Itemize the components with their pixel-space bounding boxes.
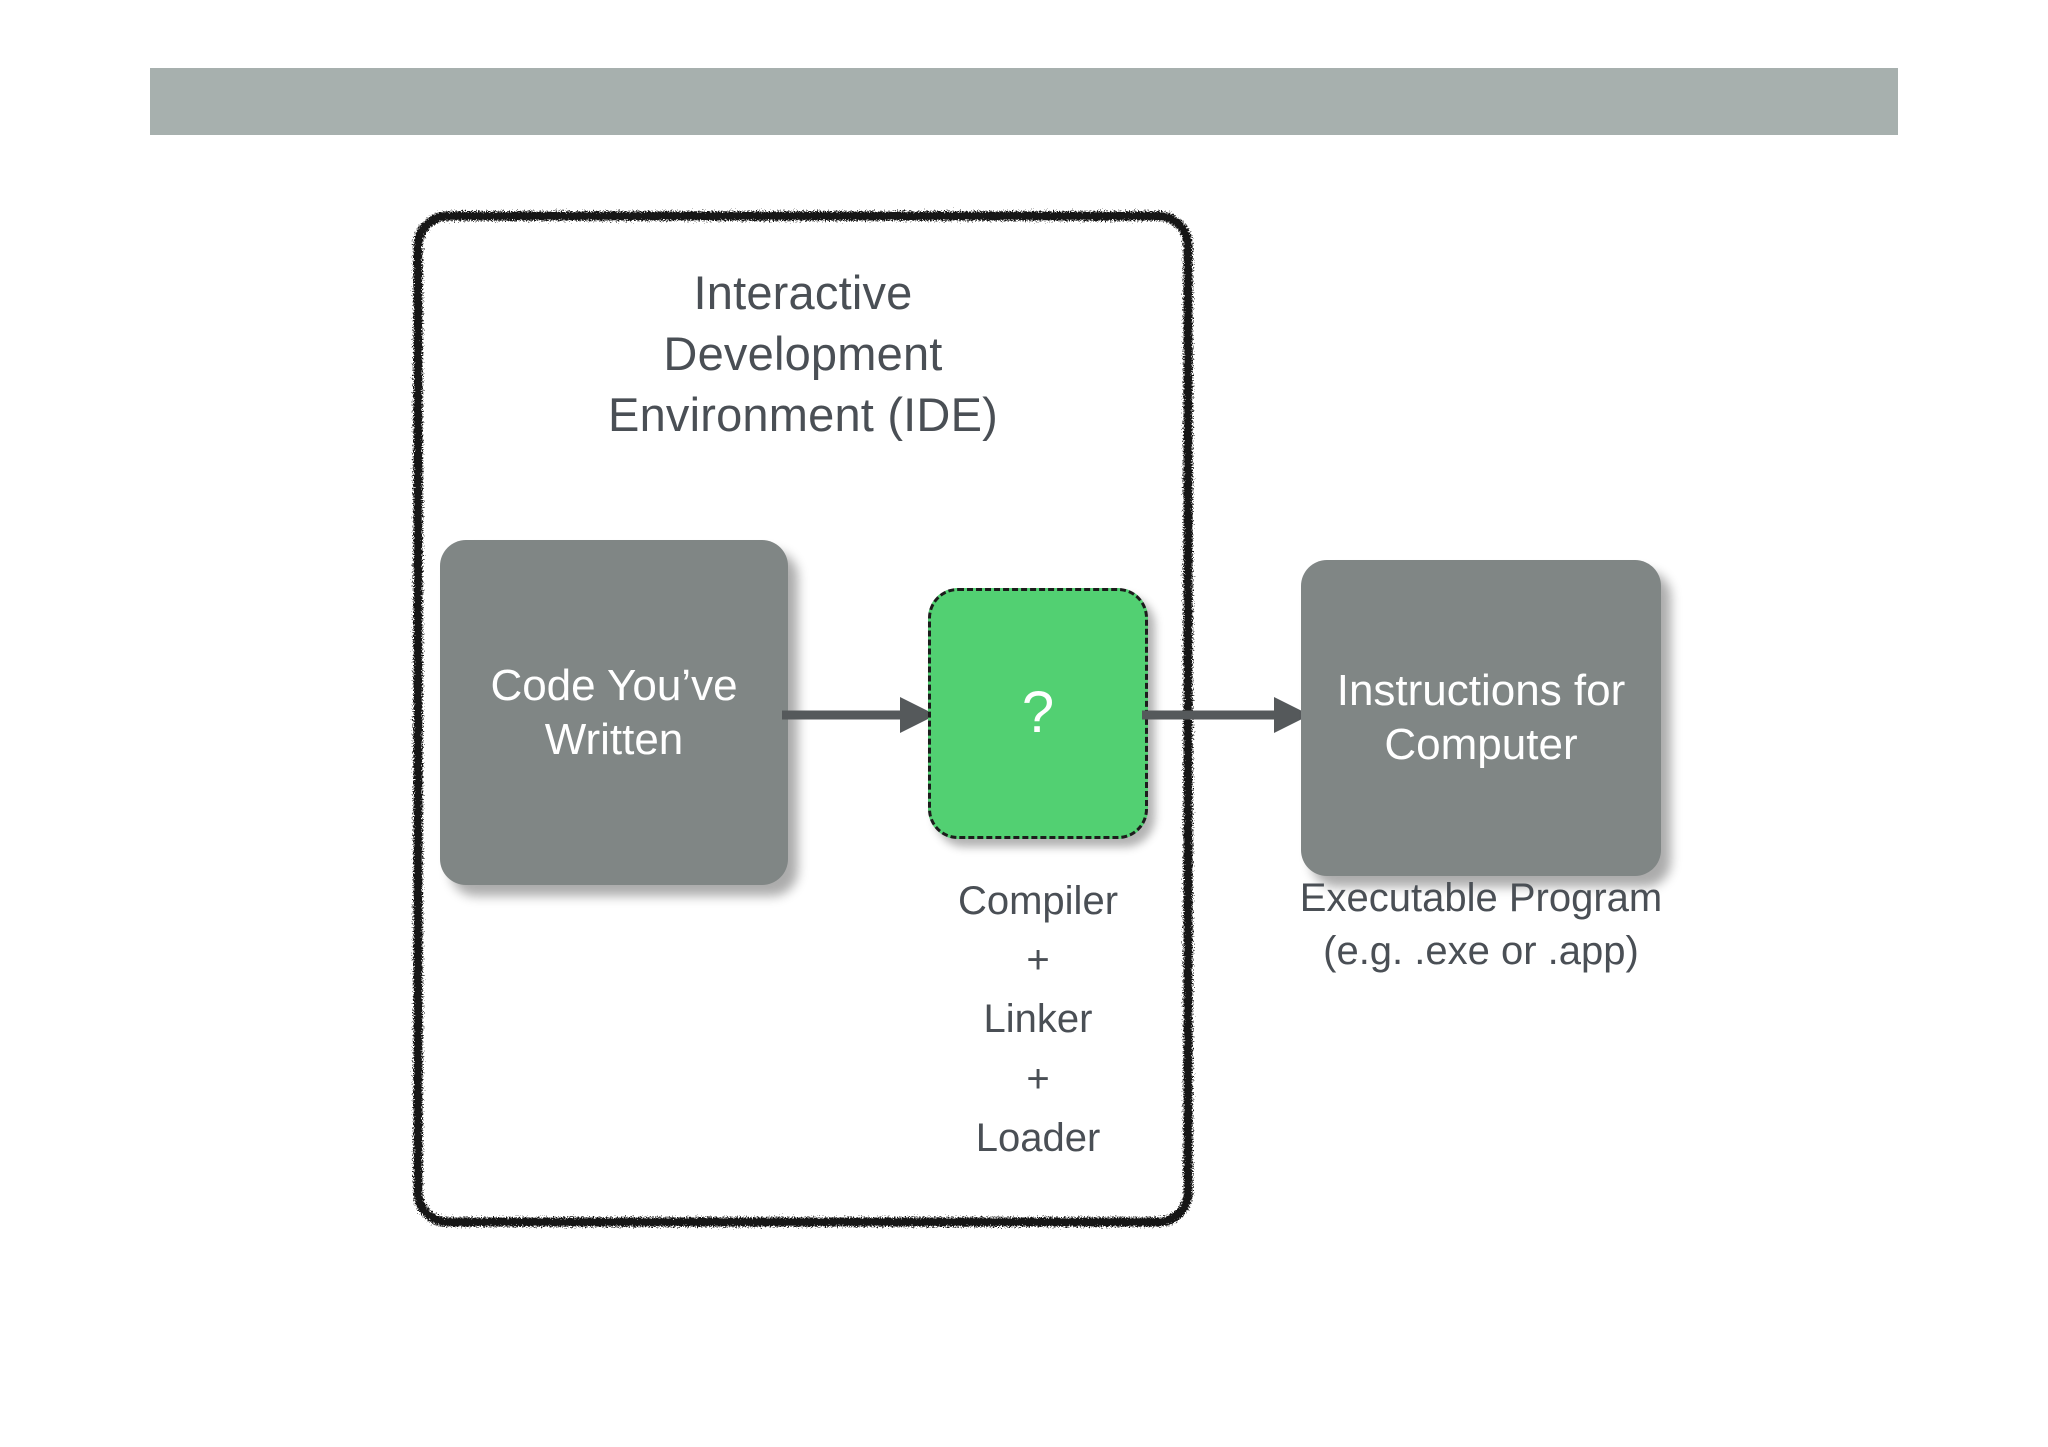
box-code-label-line-1: Code You’ve [490,660,738,710]
caption-toolchain-line-1: Compiler [957,879,1119,923]
box-code-label-line-2: Written [544,714,684,764]
box-toolchain-label: ? [1021,680,1055,746]
arrow-code-to-toolchain-icon [782,697,936,733]
caption-toolchain-line-2: + [1026,938,1050,983]
caption-toolchain-line-3: Linker [983,997,1093,1042]
box-instructions-label-line-2: Computer [1384,720,1578,769]
box-instructions-label-line-1: Instructions for [1336,666,1626,716]
box-toolchain-unknown[interactable]: ? [928,588,1148,839]
arrow-toolchain-to-instructions-icon [1142,697,1310,733]
caption-toolchain-line-5: Loader [975,1115,1101,1160]
caption-toolchain: Compiler + Linker + Loader [888,872,1188,1168]
ide-title-line-1: Interactive [693,266,913,319]
caption-executable-line-2: (e.g. .exe or .app) [1323,928,1639,973]
slide-header-bar [150,68,1898,135]
ide-title-line-3: Environment (IDE) [608,388,998,442]
ide-title-line-2: Development [663,327,943,381]
caption-toolchain-line-4: + [1026,1056,1050,1101]
caption-executable-line-1: Executable Program [1299,876,1663,920]
caption-executable-program: Executable Program (e.g. .exe or .app) [1281,872,1681,978]
